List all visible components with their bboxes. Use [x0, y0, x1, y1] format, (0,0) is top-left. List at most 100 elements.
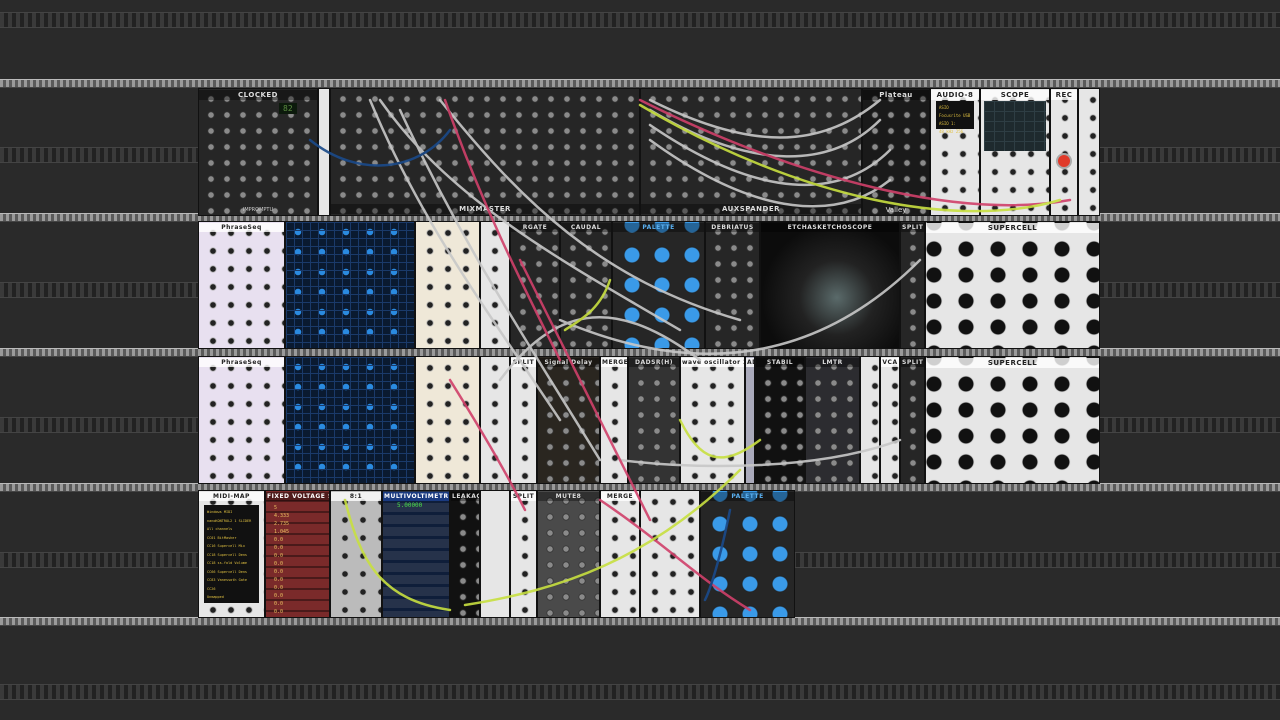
module-title: PhraseSeq — [199, 223, 284, 232]
module-title: MULTIVOLTIMETRO — [383, 492, 449, 501]
midi-map-line[interactable]: CC66 Supercell Dens — [207, 569, 248, 574]
midi-map-line: nanoKONTROL2 1 SLIDER — [207, 518, 252, 523]
record-button[interactable] — [1056, 153, 1072, 169]
module-mute8[interactable]: MUTE8 — [537, 490, 600, 618]
module-auxspander[interactable]: AUXSPANDER — [640, 88, 862, 216]
module-multivoltimetro[interactable]: MULTIVOLTIMETRO 5.00000 — [382, 490, 450, 618]
module-fixed-voltage-source[interactable]: FIXED VOLTAGE SOURCE 54.3332.7351.0450.0… — [265, 490, 330, 618]
module-vca[interactable]: VCA — [880, 356, 900, 484]
module-stabil[interactable]: STABIL — [755, 356, 805, 484]
voltage-value[interactable]: 0.0 — [274, 553, 284, 559]
module-title: AUDIO-8 — [931, 90, 979, 100]
voltage-value[interactable]: 0.0 — [274, 585, 284, 591]
screen-line: ASIO — [939, 105, 949, 110]
module-plateau[interactable]: Plateau Valley — [862, 88, 930, 216]
module-grid-sequencer[interactable] — [285, 356, 415, 484]
empty-rack-rail — [0, 12, 1280, 28]
module-split[interactable]: SPLIT — [900, 356, 925, 484]
voltage-value[interactable]: 0.0 — [274, 609, 284, 615]
midi-map-line[interactable]: CC83 Vanessoth Gate — [207, 578, 248, 582]
voltage-value[interactable]: 0.0 — [274, 593, 284, 599]
voltage-value[interactable]: 0.0 — [274, 561, 284, 567]
voltage-reading: 5.00000 — [397, 502, 423, 509]
module-sequencer[interactable] — [415, 356, 480, 484]
module-title: REC — [1051, 90, 1077, 100]
module-merge[interactable]: MERGE — [600, 490, 640, 618]
module-title: SCOPE — [981, 90, 1049, 100]
module-blank[interactable] — [480, 490, 510, 618]
module-title: MIDI-MAP — [199, 492, 264, 501]
module-title: SPLIT — [901, 223, 924, 232]
module-caudal[interactable]: CAUDAL — [560, 221, 612, 349]
module-merge[interactable]: MERGE — [600, 356, 628, 484]
module-leakage[interactable]: LEAKAGE — [450, 490, 480, 618]
module-blank[interactable] — [1078, 88, 1100, 216]
scope-display — [984, 101, 1046, 151]
voltage-value[interactable]: 0.0 — [274, 577, 284, 583]
rack-rail — [0, 617, 1280, 626]
module-wave-oscillator[interactable]: wave oscillator 2 — [680, 356, 745, 484]
module-sequencer[interactable] — [415, 221, 480, 349]
module-clocked[interactable]: CLOCKED 82 IMPROMPTU — [198, 88, 318, 216]
voltage-value[interactable]: 0.0 — [274, 545, 284, 551]
midi-map-line[interactable]: CC18 ss-fold Volume — [207, 561, 248, 565]
module-split[interactable]: SPLIT — [900, 221, 925, 349]
module-utility[interactable] — [480, 221, 510, 349]
module-title: MUTE8 — [538, 492, 599, 501]
screen-line: Focusrite USB ASIO 1: — [939, 113, 971, 126]
voltage-value[interactable]: 4.333 — [274, 513, 290, 519]
module-blank[interactable] — [318, 88, 330, 216]
empty-rack-rail — [0, 684, 1280, 700]
module-blank[interactable] — [860, 356, 880, 484]
module-rec[interactable]: REC — [1050, 88, 1078, 216]
module-scope[interactable]: SCOPE — [980, 88, 1050, 216]
module-supercell[interactable]: SUPERCELL — [925, 221, 1100, 349]
module-phraseseq[interactable]: PhraseSeq — [198, 221, 285, 349]
module-split[interactable]: SPLIT — [510, 356, 537, 484]
module-ad[interactable]: AD — [745, 356, 755, 484]
voltage-value[interactable]: 1.045 — [274, 529, 290, 535]
module-grid-sequencer[interactable] — [285, 221, 415, 349]
module-title: PALETTE — [701, 492, 794, 501]
midi-map-line[interactable]: CC26 — [207, 586, 216, 591]
module-lmtr[interactable]: LMTR — [805, 356, 860, 484]
voltage-value[interactable]: 0.0 — [274, 601, 284, 607]
module-signal-delay[interactable]: Signal Delay — [537, 356, 600, 484]
module-utility[interactable] — [480, 356, 510, 484]
voltage-value[interactable]: 0.0 — [274, 537, 284, 543]
module-mixmaster[interactable]: MIXMASTER — [330, 88, 640, 216]
module-rgate[interactable]: RGATE — [510, 221, 560, 349]
module-title: AD — [746, 358, 754, 367]
module-title: ETCHASKETCHOSCOPE — [761, 223, 899, 232]
midi-map-line[interactable]: Unmapped — [207, 595, 224, 599]
module-palette[interactable]: PALETTE — [612, 221, 705, 349]
module-palette[interactable]: PALETTE — [700, 490, 795, 618]
module-phraseseq[interactable]: PhraseSeq — [198, 356, 285, 484]
voltage-value[interactable]: 2.735 — [274, 521, 290, 527]
module-utility[interactable] — [640, 490, 700, 618]
module-title: AUXSPANDER — [641, 204, 861, 214]
module-split[interactable]: SPLIT — [510, 490, 537, 618]
module-title: Signal Delay — [538, 358, 599, 367]
voltage-value[interactable]: 0.0 — [274, 569, 284, 575]
module-title: SUPERCELL — [926, 223, 1099, 233]
bpm-display: 82 — [279, 103, 297, 114]
midi-map-line: All channels — [207, 527, 233, 531]
midi-map-line[interactable]: CC01 BitMasher — [207, 535, 237, 540]
module-title: CLOCKED — [199, 90, 317, 100]
midi-map-line[interactable]: CC16 Supercell Mix — [207, 544, 245, 548]
module-debriatus[interactable]: DEBRIATUS — [705, 221, 760, 349]
module-title: SPLIT — [901, 358, 924, 367]
module-title: MERGE — [601, 492, 639, 501]
midi-map-line[interactable]: CC18 Supercell Dens — [207, 552, 248, 557]
module-title: VCA — [881, 358, 899, 367]
module-dadsrh[interactable]: DADSR(H) — [628, 356, 680, 484]
module-switch-8-1[interactable]: 8:1 — [330, 490, 382, 618]
module-etchasketchoscope[interactable]: ETCHASKETCHOSCOPE — [760, 221, 900, 349]
voltage-value[interactable]: 5 — [274, 505, 278, 511]
module-supercell[interactable]: SUPERCELL — [925, 356, 1100, 484]
